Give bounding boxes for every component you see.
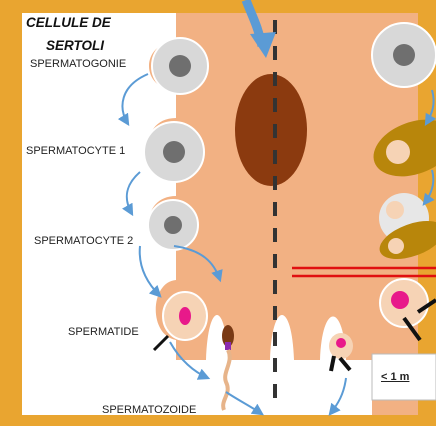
spermatocyte2-cell	[148, 200, 198, 250]
diagram-title-line2: SERTOLI	[46, 38, 104, 53]
label-spermatide: SPERMATIDE	[68, 326, 139, 338]
sertoli-nucleus	[235, 74, 307, 186]
spermatocyte1-cell	[144, 122, 204, 182]
right-spermatogonie-cell	[372, 23, 436, 87]
spermatide-cell	[163, 292, 207, 340]
late-spermatide-cell	[329, 333, 353, 359]
label-spermatocyte1: SPERMATOCYTE 1	[26, 145, 125, 157]
spermatogonie-cell	[152, 38, 208, 94]
label-spermatocyte2: SPERMATOCYTE 2	[34, 235, 133, 247]
label-spermatozoide: SPERMATOZOIDE	[102, 404, 196, 416]
label-spermatogonie: SPERMATOGONIE	[30, 58, 126, 70]
diagram-title-line1: CELLULE DE	[26, 15, 111, 30]
scale-label: < 1 m	[381, 371, 409, 383]
